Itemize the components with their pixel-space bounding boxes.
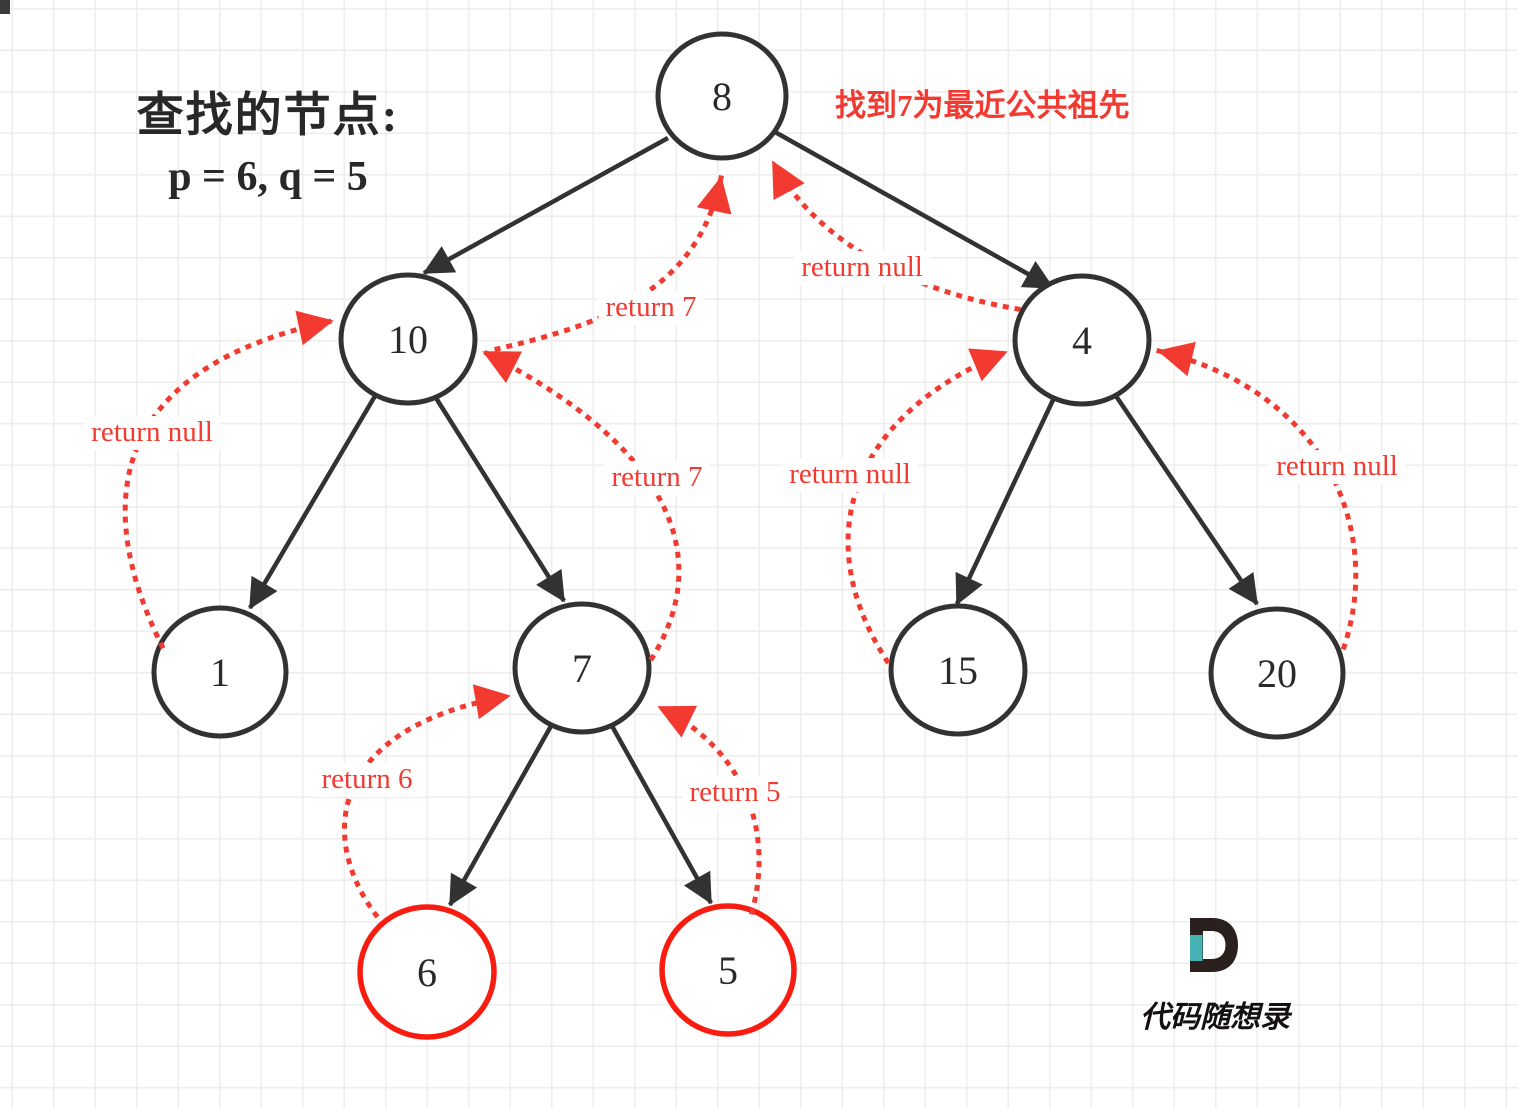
return-label-5-7: return 5	[682, 776, 788, 810]
return-arrow-4-8	[769, 158, 1021, 312]
return-label-10-8: return 7	[598, 291, 704, 325]
return-label-7-10: return 7	[604, 461, 710, 495]
node-value-1: 1	[210, 650, 230, 695]
node-circle-4	[1012, 273, 1152, 407]
node-circle-8	[655, 31, 789, 161]
tree-edge-4-15	[954, 399, 1056, 606]
node-circle-20	[1208, 606, 1346, 740]
return-label-6-7: return 6	[314, 763, 420, 797]
return-label-4-8: return null	[794, 251, 930, 285]
node-value-20: 20	[1257, 651, 1297, 696]
return-label-1-10: return null	[84, 416, 220, 450]
tree-edge-8-4	[773, 130, 1055, 290]
tree-node-10: 10	[338, 272, 478, 406]
return-label-20-4: return null	[1269, 450, 1405, 484]
tree-node-4: 4	[1012, 273, 1152, 407]
logo-teal-mark	[1190, 935, 1203, 961]
tree-edge-7-5	[610, 724, 713, 905]
node-circle-7	[512, 601, 652, 735]
brand-logo-text: 代码随想录	[1140, 1001, 1290, 1034]
node-circle-10	[338, 272, 478, 406]
search-nodes-title: 查找的节点:	[136, 90, 400, 142]
node-circle-1	[151, 605, 289, 739]
tree-node-20: 20	[1208, 606, 1346, 740]
node-value-4: 4	[1072, 318, 1092, 363]
node-value-7: 7	[572, 646, 592, 691]
tree-edge-7-6	[448, 724, 553, 907]
node-circle-5	[659, 903, 797, 1037]
node-value-8: 8	[712, 74, 732, 119]
tree-node-6: 6	[357, 904, 497, 1040]
tree-edge-10-1	[248, 394, 377, 610]
node-value-15: 15	[938, 648, 978, 693]
tree-edge-8-10	[422, 136, 670, 275]
corner-mark	[0, 0, 10, 14]
node-value-10: 10	[388, 317, 428, 362]
tree-edges-layer	[248, 130, 1259, 907]
tree-node-15: 15	[888, 603, 1028, 737]
node-circle-6	[357, 904, 497, 1040]
search-nodes-values: p = 6, q = 5	[168, 154, 368, 200]
search-nodes-title-block: 查找的节点: p = 6, q = 5	[137, 76, 400, 201]
tree-node-8: 8	[655, 31, 789, 161]
node-value-6: 6	[417, 950, 437, 995]
lca-annotation: 找到7为最近公共祖先	[835, 88, 1130, 123]
return-arrow-1-10	[122, 310, 335, 650]
brand-logo-d-icon	[1190, 918, 1238, 972]
tree-nodes-layer: 8 10 4 1 7 15 20 6 5	[151, 31, 1346, 1040]
tree-edge-4-20	[1114, 394, 1259, 606]
tree-node-7: 7	[512, 601, 652, 735]
node-value-5: 5	[718, 948, 738, 993]
tree-node-1: 1	[151, 605, 289, 739]
tree-node-5: 5	[659, 903, 797, 1037]
node-circle-15	[888, 603, 1028, 737]
tree-edge-10-7	[434, 396, 566, 603]
return-arrow-7-10	[480, 348, 682, 662]
brand-logo: 代码随想录	[1128, 916, 1308, 1034]
return-arrow-6-7	[342, 684, 512, 919]
return-label-15-4: return null	[782, 458, 918, 492]
